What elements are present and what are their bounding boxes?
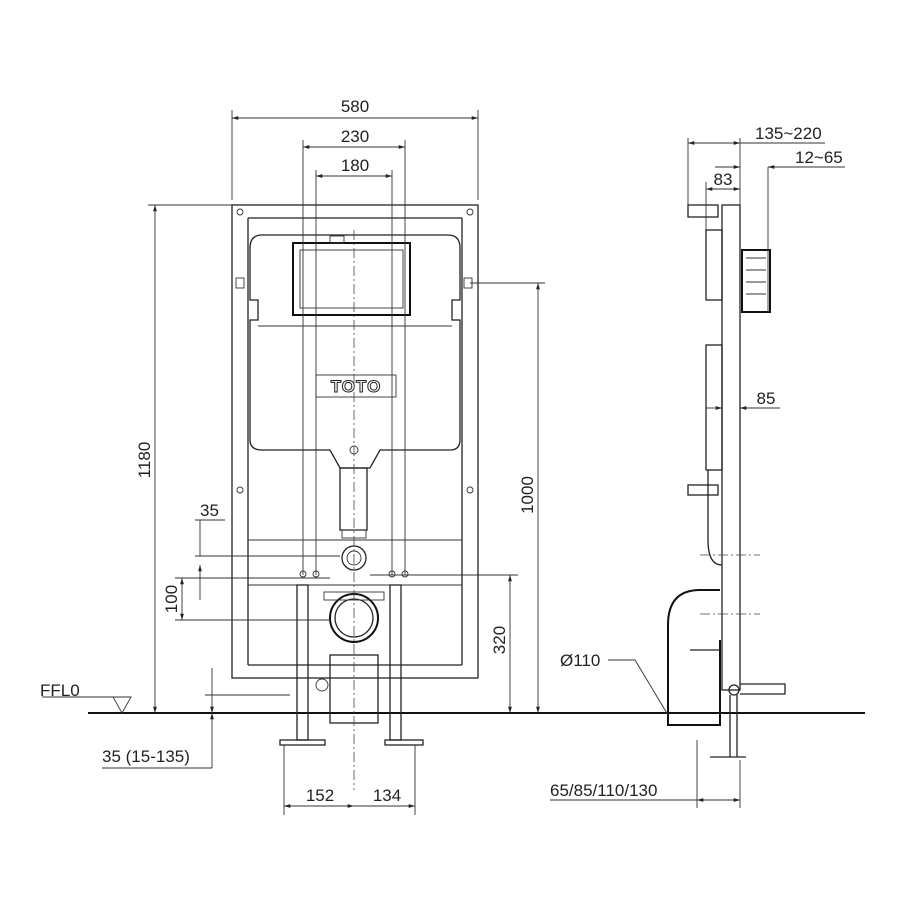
flush-plate-cutout	[292, 242, 411, 316]
front-view-frame	[231, 204, 479, 679]
dim-35: 35	[200, 501, 219, 520]
dim-320: 320	[490, 626, 509, 654]
dim-pipe-diameter: Ø110	[560, 651, 600, 670]
dim-230: 230	[341, 127, 369, 146]
dim-1000: 1000	[518, 476, 537, 514]
floor-label: FFL0	[40, 681, 80, 700]
front-dimensions: 580 230 180 1180 1000 320 100 35 FFL0 35…	[40, 97, 545, 815]
inlet-and-drain	[279, 545, 424, 746]
dim-foot-adjust: 35 (15-135)	[102, 747, 190, 766]
dim-12-65: 12~65	[795, 148, 843, 167]
dim-85: 85	[757, 389, 776, 408]
cistern-tank: TOTO	[249, 234, 461, 539]
dim-1180: 1180	[135, 442, 154, 479]
side-flush-plate	[741, 249, 771, 313]
dim-580: 580	[341, 97, 369, 116]
side-dimensions: 135~220 12~65 83 85 Ø110 65/85/110/130	[550, 124, 845, 808]
dim-152: 152	[306, 786, 334, 805]
dim-134: 134	[373, 786, 401, 805]
dim-83: 83	[714, 170, 733, 189]
dim-100: 100	[162, 585, 181, 613]
dim-135-220: 135~220	[755, 124, 822, 143]
dim-outlet-lengths: 65/85/110/130	[550, 781, 657, 800]
brand-logo: TOTO	[331, 377, 382, 396]
dim-180: 180	[341, 156, 369, 175]
side-view-frame	[667, 204, 786, 758]
